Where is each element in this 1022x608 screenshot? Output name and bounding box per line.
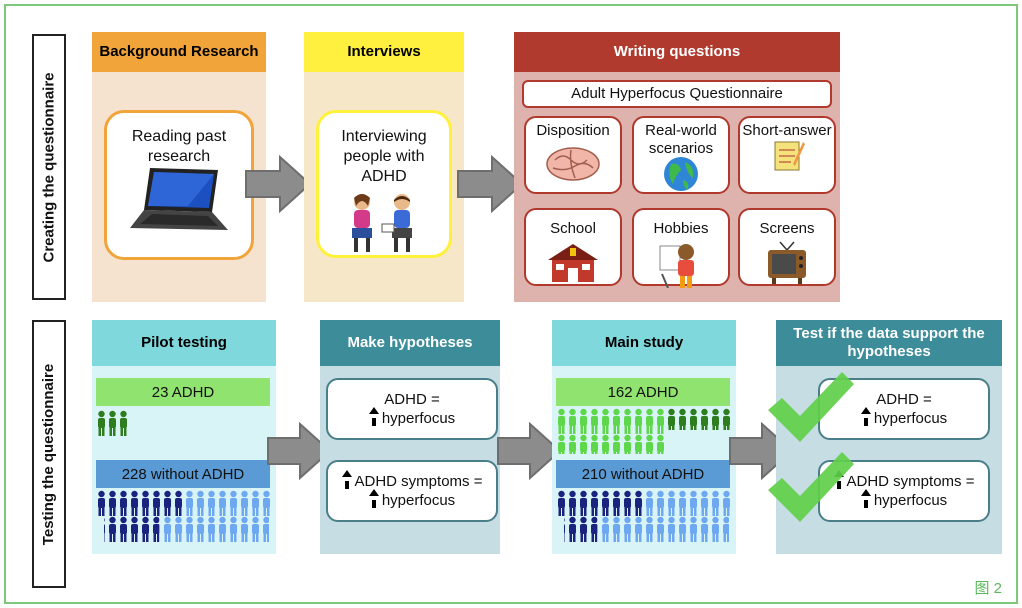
test-hypothesis-1-line2: hyperfocus [873,410,948,427]
test-hypothesis-2-line1: ADHD symptoms = [846,473,975,490]
pilot-adhd-label: 23 ADHD [96,378,270,406]
interviewing-text: Interviewing people with ADHD [341,128,427,185]
laptop-icon [130,168,228,230]
card-hobbies-label: Hobbies [653,220,709,237]
up-arrow-icon [860,489,871,509]
arrow-right-icon [497,422,562,480]
hypothesis-2-line1: ADHD symptoms = [354,473,483,490]
brain-icon [546,147,600,181]
card-screens: Screens [738,208,836,286]
reading-research-text: Reading past research [131,128,227,165]
card-school: School [524,208,622,286]
figure-label: 图 2 [974,580,1002,597]
row-label-testing-text: Testing the questionnaire [40,363,58,545]
main-without-people-icon [556,490,732,542]
card-screens-label: Screens [759,220,815,237]
card-hobbies: Hobbies [632,208,730,288]
row-label-testing: Testing the questionnaire [32,320,66,588]
hypothesis-2-line2: hyperfocus [381,492,456,509]
pilot-without-label: 228 without ADHD [96,460,270,488]
pilot-header: Pilot testing [92,320,276,366]
pilot-adhd-people-icon [96,410,129,436]
checkmark-icon [768,452,854,522]
hypothesis-1: ADHD = hyperfocus [326,378,498,440]
hypothesis-1-line1: ADHD = [384,391,440,408]
questionnaire-title-box: Adult Hyperfocus Questionnaire [522,80,832,108]
card-disposition: Disposition [524,116,622,194]
figure-frame [4,4,1018,604]
row-label-creating: Creating the questionnaire [32,34,66,300]
interview-people-icon [352,194,412,252]
test-hypothesis-1-line1: ADHD = [876,391,932,408]
writing-header: Writing questions [514,32,840,72]
arrow-right-icon [245,155,312,213]
card-real-world: Real-world scenarios [632,116,730,194]
background-header: Background Research [92,32,266,72]
child-painting-icon [659,244,694,288]
main-adhd-label: 162 ADHD [556,378,730,406]
test-hypothesis-2-line2: hyperfocus [873,492,948,509]
main-adhd-people-icon [556,408,732,454]
hypothesis-1-line2: hyperfocus [381,410,456,427]
up-arrow-icon [860,407,871,427]
up-arrow-icon [368,407,379,427]
school-building-icon [548,244,598,282]
card-real-world-label: Real-world scenarios [645,122,717,157]
checkmark-icon [768,372,854,442]
main-study-header: Main study [552,320,736,366]
main-without-label: 210 without ADHD [556,460,730,488]
hypothesis-2: ADHD symptoms = hyperfocus [326,460,498,522]
interviews-header: Interviews [304,32,464,72]
notepad-pencil-icon [774,141,805,171]
arrow-right-icon [457,155,524,213]
tv-icon [768,241,806,284]
up-arrow-icon [368,489,379,509]
hypotheses-header: Make hypotheses [320,320,500,366]
interviewing-box: Interviewing people with ADHD [316,110,452,258]
card-short-answer-label: Short-answer [742,122,832,139]
card-school-label: School [550,220,596,237]
up-arrow-icon [341,470,352,490]
card-disposition-label: Disposition [536,122,610,139]
globe-icon [664,157,698,191]
pilot-without-people-icon [96,490,272,542]
card-short-answer: Short-answer [738,116,836,194]
test-header: Test if the data support the hypotheses [776,320,1002,366]
arrow-right-icon [267,422,332,480]
row-label-creating-text: Creating the questionnaire [40,71,58,263]
